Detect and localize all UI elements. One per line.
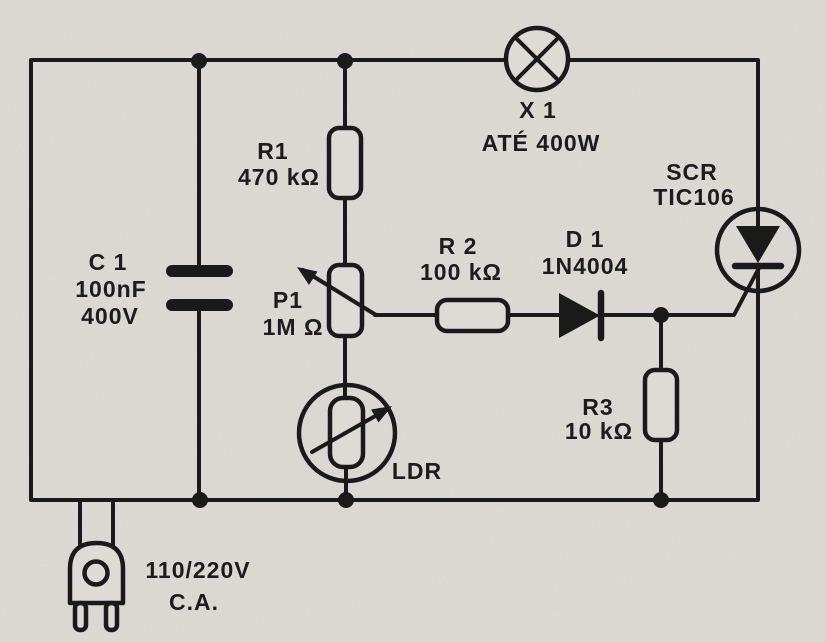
scr-triangle	[736, 226, 780, 263]
label-scr-value: TIC106	[653, 184, 734, 210]
label-r1-ref: R1	[257, 138, 288, 164]
potentiometer-p1-symbol	[297, 262, 378, 339]
ldr-arrow-line	[310, 409, 386, 454]
junction-dot	[337, 53, 353, 69]
junction-dot	[192, 492, 208, 508]
wire-outer-frame	[29, 58, 760, 502]
label-r2-value: 100 kΩ	[420, 259, 502, 285]
resistor-r1-body	[326, 125, 364, 201]
scr-symbol	[714, 206, 802, 294]
label-d1-value: 1N4004	[542, 253, 629, 279]
label-x1-ref: X 1	[519, 97, 557, 123]
wire-gate	[659, 264, 762, 317]
junction-dot	[653, 307, 669, 323]
label-p1-value: 1M Ω	[263, 314, 324, 340]
potentiometer-wiper-arrow-line	[301, 268, 378, 317]
potentiometer-wiper-arrowhead	[297, 267, 318, 285]
label-supply-type: C.A.	[169, 589, 219, 615]
junction-dots	[191, 53, 669, 508]
label-c1-ref: C 1	[89, 249, 128, 275]
label-x1-value: ATÉ 400W	[482, 129, 601, 156]
label-r3-ref: R3	[582, 394, 613, 420]
junction-dot	[338, 492, 354, 508]
plug-symbol	[67, 540, 126, 633]
ldr-arrowhead	[371, 406, 392, 423]
label-r1-value: 470 kΩ	[238, 164, 320, 190]
potentiometer-p1-body	[326, 262, 365, 339]
resistor-r3-body	[642, 367, 680, 443]
lamp-cross	[513, 35, 561, 83]
label-p1-ref: P1	[273, 287, 303, 313]
label-d1-ref: D 1	[566, 226, 605, 252]
junction-dot	[653, 492, 669, 508]
diode-triangle	[559, 293, 600, 338]
label-c1-rating: 400V	[81, 303, 139, 329]
label-ldr-ref: LDR	[392, 458, 442, 484]
junction-dot	[191, 53, 207, 69]
label-r3-value: 10 kΩ	[565, 418, 633, 444]
ldr-symbol	[296, 382, 398, 484]
label-scr-ref: SCR	[666, 159, 718, 185]
wire-top-right-rail	[566, 58, 760, 230]
label-supply-voltage: 110/220V	[145, 557, 250, 583]
plug-prong-left	[72, 600, 89, 633]
diode-d1-symbol	[559, 289, 605, 342]
label-c1-value: 100nF	[75, 276, 146, 302]
lamp-x1-symbol	[503, 25, 571, 93]
label-r2-ref: R 2	[439, 233, 478, 259]
labels: C 1 100nF 400V R1 470 kΩ P1 1M Ω X 1 ATÉ…	[75, 97, 734, 615]
resistor-r2-body	[434, 297, 511, 334]
capacitor-c1-symbol	[166, 265, 233, 311]
ldr-circle	[296, 382, 398, 484]
plug-hole	[82, 559, 110, 587]
plug-prong-right	[103, 600, 120, 633]
